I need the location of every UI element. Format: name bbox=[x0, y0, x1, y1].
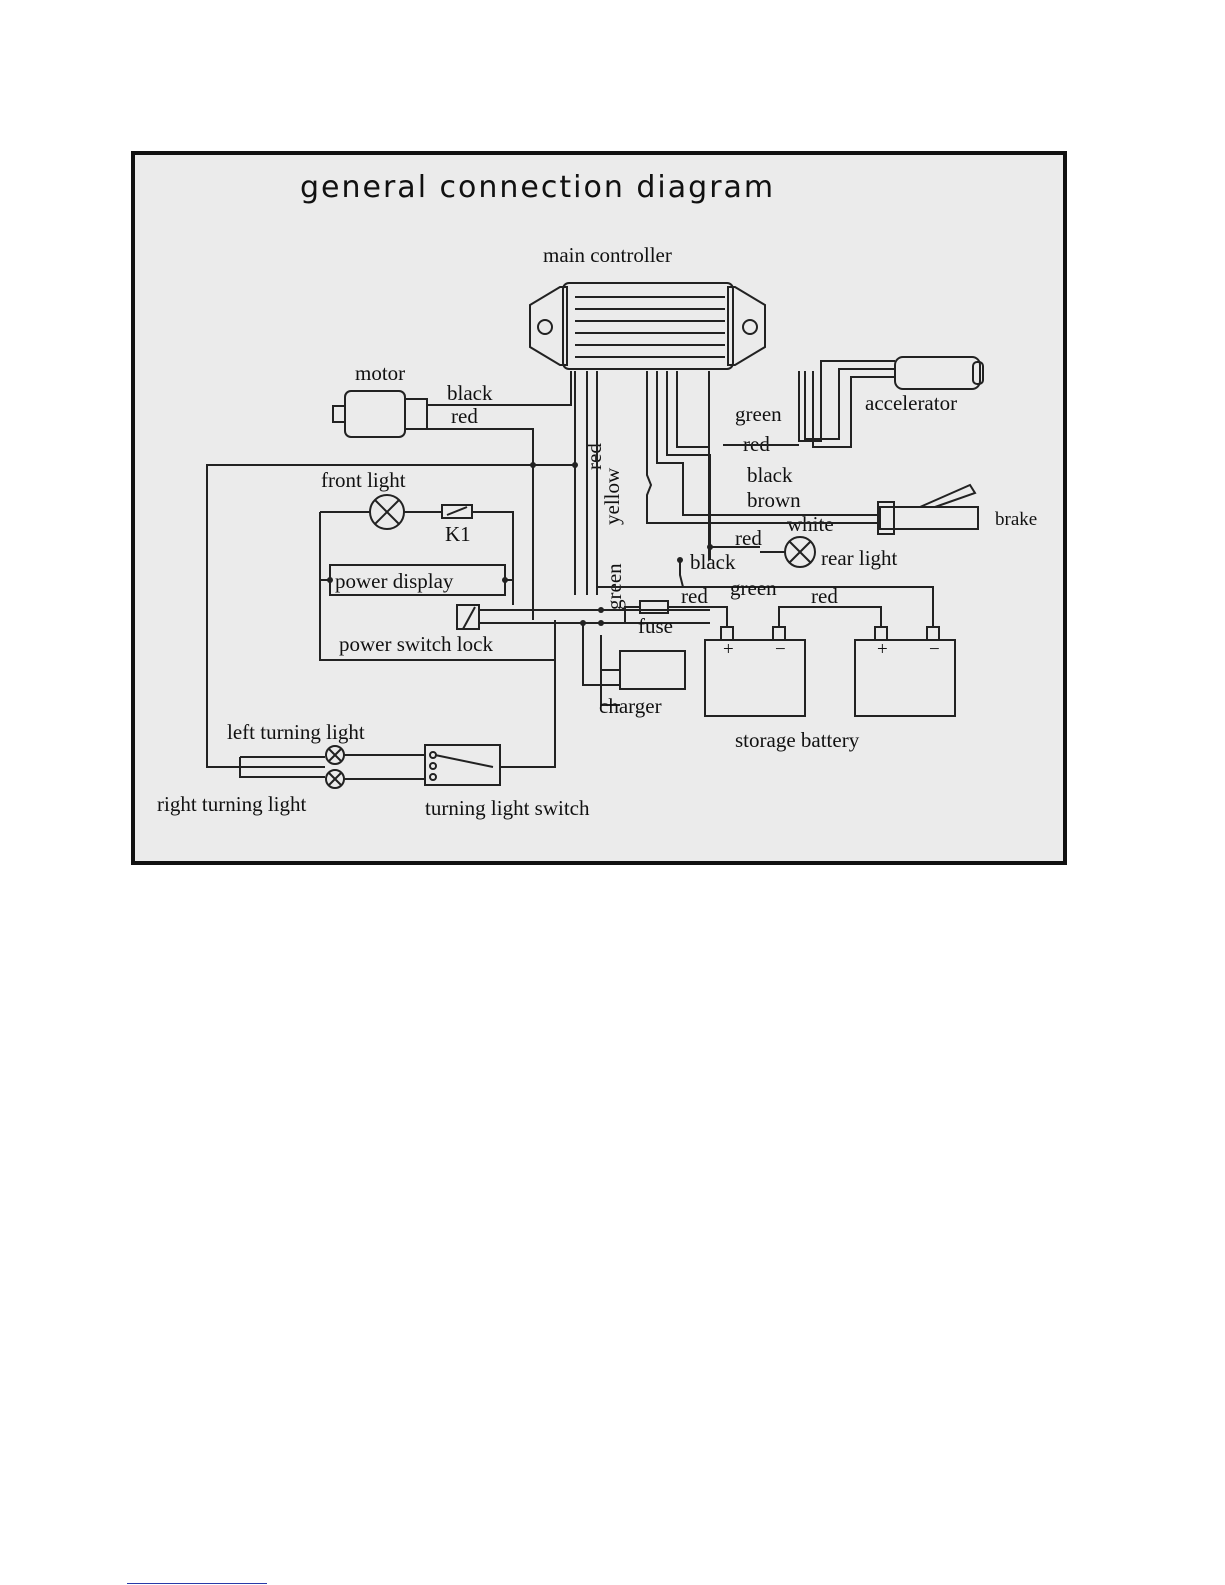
left-turning-light-icon bbox=[325, 745, 345, 765]
rear-light-icon bbox=[784, 536, 816, 568]
wire-label-vertical-red: red bbox=[582, 443, 606, 470]
wire-label-acc-green: green bbox=[735, 402, 782, 426]
wire-label-brown: brown bbox=[747, 488, 801, 512]
power-switch-lock-label: power switch lock bbox=[339, 632, 493, 656]
diagram-title: general connection diagram bbox=[300, 170, 775, 205]
footer-line bbox=[127, 1583, 267, 1584]
turning-light-switch-icon bbox=[424, 744, 501, 786]
storage-battery-label: storage battery bbox=[735, 728, 860, 752]
right-turning-light-icon bbox=[325, 769, 345, 789]
rear-light-label: rear light bbox=[821, 546, 898, 570]
main-controller bbox=[529, 282, 766, 370]
brake-label: brake bbox=[995, 509, 1037, 530]
accelerator-label: accelerator bbox=[865, 391, 957, 415]
power-display-label: power display bbox=[335, 569, 454, 593]
charger-box bbox=[619, 650, 686, 690]
wire-label-motor-black: black bbox=[447, 381, 493, 405]
wire-label-black: black bbox=[747, 463, 793, 487]
front-light-label: front light bbox=[321, 468, 406, 492]
battery-left-plus: + bbox=[723, 639, 734, 660]
front-light-icon bbox=[369, 494, 405, 530]
power-switch-lock-icon bbox=[456, 604, 480, 630]
wire-label-rear-red: red bbox=[735, 526, 762, 550]
battery-right-minus: − bbox=[929, 639, 940, 660]
storage-battery-right bbox=[854, 626, 956, 717]
charger-label: charger bbox=[599, 694, 662, 718]
fuse-label: fuse bbox=[638, 614, 673, 638]
main-controller-label: main controller bbox=[543, 243, 672, 267]
storage-battery-left bbox=[704, 626, 806, 717]
wire-label-green: green bbox=[730, 576, 777, 600]
k1-label: K1 bbox=[445, 522, 471, 546]
left-turning-light-label: left turning light bbox=[227, 720, 365, 744]
motor-icon bbox=[332, 390, 428, 438]
accelerator-icon bbox=[894, 356, 984, 390]
brake-icon bbox=[877, 483, 979, 535]
battery-left-minus: − bbox=[775, 639, 786, 660]
fuse-icon bbox=[639, 600, 669, 614]
motor-label: motor bbox=[355, 361, 405, 385]
wire-label-battery-red: red bbox=[811, 584, 838, 608]
connection-diagram: general connection diagram main controll… bbox=[157, 170, 1037, 820]
right-turning-light-label: right turning light bbox=[157, 792, 306, 816]
turning-light-switch-label: turning light switch bbox=[425, 796, 590, 820]
wire-label-rear-black: black bbox=[690, 550, 736, 574]
battery-right-plus: + bbox=[877, 639, 888, 660]
k1-switch-icon bbox=[441, 504, 473, 519]
wire-label-motor-red: red bbox=[451, 404, 478, 428]
diagram-frame: general connection diagram main controll… bbox=[131, 151, 1067, 865]
wire-label-vertical-yellow: yellow bbox=[600, 467, 624, 525]
